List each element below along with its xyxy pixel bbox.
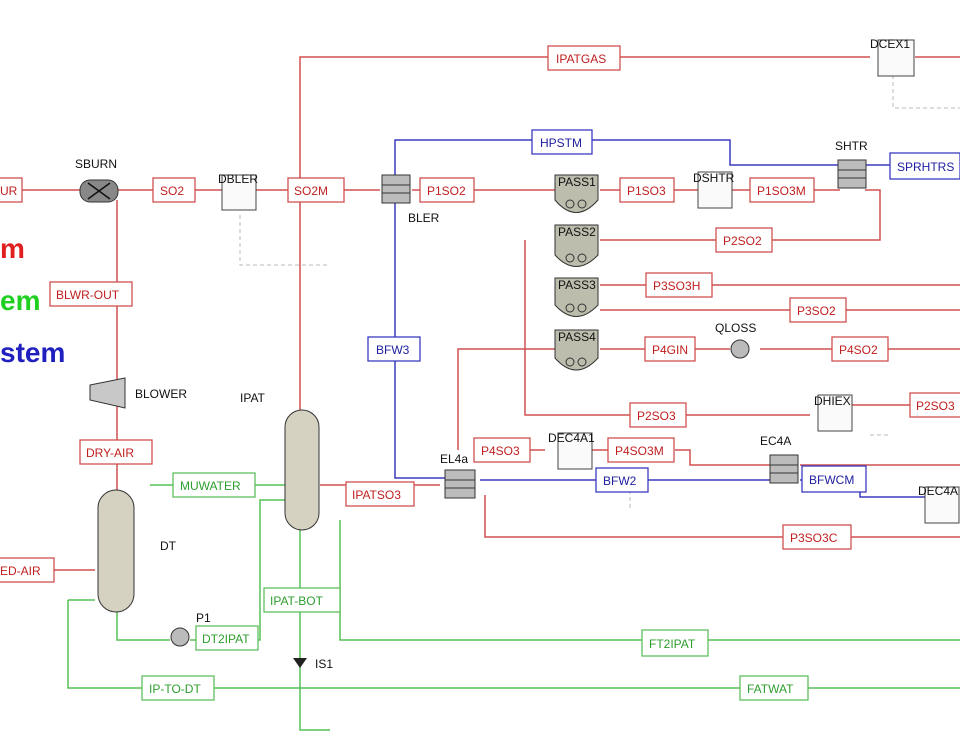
stream-hpstm: HPSTM — [540, 136, 582, 150]
stream-p2so2-a: P2SO2 — [723, 234, 762, 248]
p1-pump[interactable]: P1 — [170, 611, 211, 647]
stream-ipatgas: IPATGAS — [556, 52, 606, 66]
stream-p3so2: P3SO2 — [797, 304, 836, 318]
stream-p1so3m: P1SO3M — [757, 184, 806, 198]
stream-labels: IPATGAS HPSTM SPRHTRS UR SO2 SO2M P1SO2 … — [0, 45, 960, 701]
qloss-block[interactable]: QLOSS — [715, 321, 756, 359]
stream-muwater: MUWATER — [180, 479, 241, 493]
stream-ipatso3: IPATSO3 — [352, 488, 401, 502]
stream-so2: SO2 — [160, 184, 184, 198]
sburn-block[interactable]: SBURN — [75, 157, 119, 203]
stream-ur: UR — [0, 184, 18, 198]
stream-dt2ipat: DT2IPAT — [202, 632, 250, 646]
stream-p4so3: P4SO3 — [481, 444, 520, 458]
ec4a-block[interactable]: EC4A — [760, 434, 799, 484]
dshtr-label: DSHTR — [693, 171, 735, 185]
blower-block[interactable]: BLOWER — [89, 377, 187, 409]
stream-p1so2: P1SO2 — [427, 184, 466, 198]
stream-fatwat: FATWAT — [747, 682, 794, 696]
dhiex-block[interactable]: DHIEX — [814, 394, 853, 432]
dcex-label: DCEX1 — [870, 37, 910, 51]
pass3-label: PASS3 — [558, 278, 596, 292]
dec4a1-label: DEC4A1 — [548, 431, 595, 445]
stream-sprhtrs: SPRHTRS — [897, 160, 954, 174]
is1-label: IS1 — [315, 657, 333, 671]
stream-dry-air: DRY-AIR — [86, 446, 134, 460]
legend-blue-text: stem — [0, 337, 65, 368]
is1-splitter[interactable]: IS1 — [293, 657, 333, 671]
stream-ed-air: ED-AIR — [0, 564, 41, 578]
el4a-block[interactable]: EL4a — [440, 452, 476, 499]
sburn-label: SBURN — [75, 157, 117, 171]
bler-block[interactable]: BLER — [381, 174, 440, 225]
dt-column[interactable]: DT — [97, 489, 177, 613]
pass1-block[interactable]: PASS1 — [554, 174, 599, 213]
blower-label: BLOWER — [135, 387, 187, 401]
gray-dashed-lines — [239, 75, 960, 510]
dcex-block[interactable]: DCEX1 — [870, 37, 915, 77]
dshtr-block[interactable]: DSHTR — [693, 171, 735, 209]
shtr-block[interactable]: SHTR — [835, 139, 868, 189]
pass3-block[interactable]: PASS3 — [554, 277, 599, 317]
ec4a-label: EC4A — [760, 434, 791, 448]
pass2-label: PASS2 — [558, 225, 596, 239]
dec4a1-block[interactable]: DEC4A1 — [548, 431, 595, 470]
dec4a-block[interactable]: DEC4A — [918, 484, 960, 524]
pass1-label: PASS1 — [558, 175, 596, 189]
shtr-label: SHTR — [835, 139, 868, 153]
stream-p3so3c: P3SO3C — [790, 531, 838, 545]
stream-p2so3-a: P2SO3 — [637, 409, 676, 423]
stream-bfwcm: BFWCM — [809, 473, 854, 487]
stream-ft2ipat: FT2IPAT — [649, 637, 696, 651]
legend-red-text: m — [0, 233, 25, 264]
stream-p4gin: P4GIN — [652, 343, 688, 357]
stream-blwr-out: BLWR-OUT — [56, 288, 120, 302]
qloss-label: QLOSS — [715, 321, 756, 335]
dt-label: DT — [160, 539, 177, 553]
color-legend: m em stem — [0, 233, 65, 368]
stream-p2so3-b: P2SO3 — [916, 399, 955, 413]
stream-p1so3: P1SO3 — [627, 184, 666, 198]
stream-p3so3h: P3SO3H — [653, 279, 700, 293]
stream-p4so2: P4SO2 — [839, 343, 878, 357]
ipat-label: IPAT — [240, 391, 266, 405]
pass4-label: PASS4 — [558, 330, 596, 344]
pass4-block[interactable]: PASS4 — [554, 329, 599, 371]
stream-ipat-bot: IPAT-BOT — [270, 594, 324, 608]
pass2-block[interactable]: PASS2 — [554, 224, 599, 267]
stream-ip-to-dt: IP-TO-DT — [149, 682, 201, 696]
dec4a-label: DEC4A — [918, 484, 958, 498]
bler-label: BLER — [408, 211, 440, 225]
ipat-column[interactable]: IPAT — [240, 391, 320, 531]
stream-p4so3m: P4SO3M — [615, 444, 664, 458]
dbler-label: DBLER — [218, 172, 258, 186]
dbler-block[interactable]: DBLER — [218, 172, 258, 211]
legend-green-text: em — [0, 285, 40, 316]
stream-bfw3: BFW3 — [376, 343, 410, 357]
dhiex-label: DHIEX — [814, 394, 851, 408]
stream-bfw2: BFW2 — [603, 474, 637, 488]
p1-label: P1 — [196, 611, 211, 625]
el4a-label: EL4a — [440, 452, 468, 466]
stream-so2m: SO2M — [294, 184, 328, 198]
